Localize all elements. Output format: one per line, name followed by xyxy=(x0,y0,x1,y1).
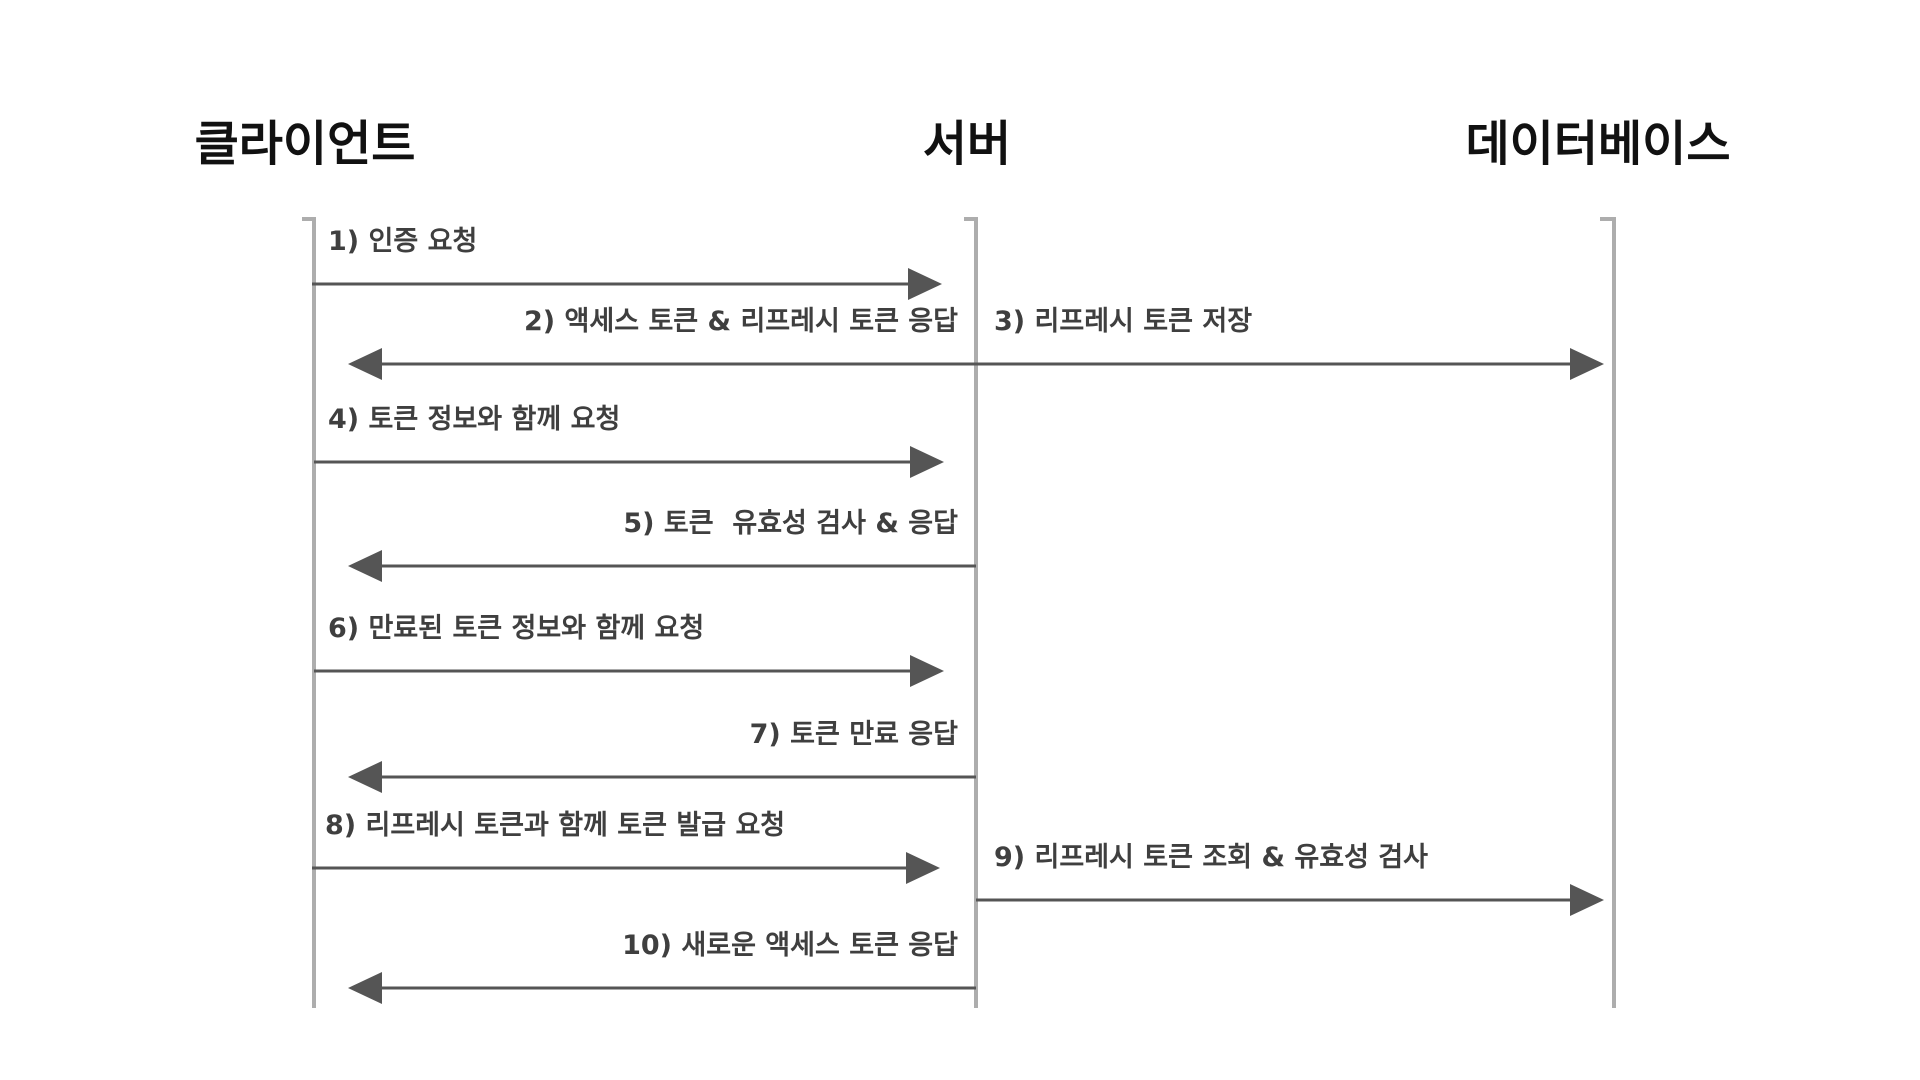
arrowhead-left-icon xyxy=(348,550,382,582)
message-2: 2) 액세스 토큰 & 리프레시 토큰 응답 xyxy=(348,306,1572,380)
arrowhead-right-icon xyxy=(908,268,942,300)
message-6: 6) 만료된 토큰 정보와 함께 요청 xyxy=(314,613,944,687)
actor-title-client: 클라이언트 xyxy=(195,116,416,172)
arrowhead-right-icon xyxy=(910,655,944,687)
lifeline-database xyxy=(1600,217,1616,1008)
arrowhead-right-icon xyxy=(906,852,940,884)
message-4: 4) 토큰 정보와 함께 요청 xyxy=(314,404,944,478)
message-label-6: 6) 만료된 토큰 정보와 함께 요청 xyxy=(328,613,704,644)
message-label-1: 1) 인증 요청 xyxy=(328,226,477,257)
message-7: 7) 토큰 만료 응답 xyxy=(348,719,976,793)
message-8: 8) 리프레시 토큰과 함께 토큰 발급 요청 xyxy=(312,810,940,884)
arrowhead-right-icon xyxy=(1570,884,1604,916)
actor-title-database: 데이터베이스 xyxy=(1466,116,1731,172)
message-5: 5) 토큰 유효성 검사 & 응답 xyxy=(348,508,976,582)
message-9: 9) 리프레시 토큰 조회 & 유효성 검사 xyxy=(976,842,1604,916)
message-label-10: 10) 새로운 액세스 토큰 응답 xyxy=(622,930,958,961)
message-3: 3) 리프레시 토큰 저장 xyxy=(994,306,1604,380)
message-10: 10) 새로운 액세스 토큰 응답 xyxy=(348,930,976,1004)
arrowhead-left-icon xyxy=(348,761,382,793)
lifeline-server xyxy=(964,217,978,1008)
message-label-7: 7) 토큰 만료 응답 xyxy=(750,719,959,750)
message-label-9: 9) 리프레시 토큰 조회 & 유효성 검사 xyxy=(994,842,1428,873)
arrowhead-right-icon xyxy=(1570,348,1604,380)
arrowhead-left-icon xyxy=(348,972,382,1004)
message-label-3: 3) 리프레시 토큰 저장 xyxy=(994,306,1252,337)
message-label-2: 2) 액세스 토큰 & 리프레시 토큰 응답 xyxy=(524,306,958,337)
message-label-8: 8) 리프레시 토큰과 함께 토큰 발급 요청 xyxy=(325,810,785,841)
lifeline-client xyxy=(302,217,316,1008)
actor-title-server: 서버 xyxy=(923,116,1011,172)
arrowhead-left-icon xyxy=(348,348,382,380)
arrowhead-right-icon xyxy=(910,446,944,478)
message-1: 1) 인증 요청 xyxy=(312,226,942,300)
message-label-5: 5) 토큰 유효성 검사 & 응답 xyxy=(623,508,958,539)
message-label-4: 4) 토큰 정보와 함께 요청 xyxy=(328,404,620,435)
